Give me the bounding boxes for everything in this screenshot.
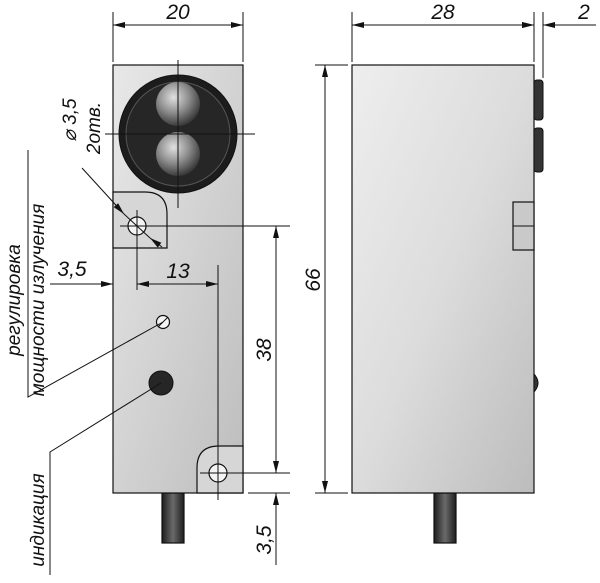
dim-hole-to-edge: 13 xyxy=(166,260,190,283)
dim-hole-offset-bottom: 3,5 xyxy=(253,525,276,555)
dim-hole-offset-left: 3,5 xyxy=(57,258,87,281)
note-adjust-line1: регулировка xyxy=(4,244,25,357)
dim-side-depth: 28 xyxy=(430,1,455,24)
note-hole-count: 2отв. xyxy=(84,102,105,155)
side-housing xyxy=(351,64,535,494)
dim-front-width: 20 xyxy=(165,1,190,24)
front-view xyxy=(105,60,290,544)
note-indication: индикация xyxy=(28,473,49,566)
side-lens-protrusion xyxy=(533,79,544,121)
dimension-lines: 20 28 2 66 38 3,5 3,5 13 xyxy=(4,1,596,575)
note-adjust-line2: мощности излучения xyxy=(28,204,49,397)
dim-height: 66 xyxy=(302,268,325,292)
side-cable xyxy=(433,492,457,544)
side-view xyxy=(351,64,544,544)
dim-hole-spacing: 38 xyxy=(253,338,276,362)
front-cable xyxy=(161,492,185,544)
side-led-bump xyxy=(533,372,539,394)
dim-lens-protrusion: 2 xyxy=(577,1,590,24)
note-hole-diameter: ⌀ 3,5 xyxy=(60,98,81,142)
